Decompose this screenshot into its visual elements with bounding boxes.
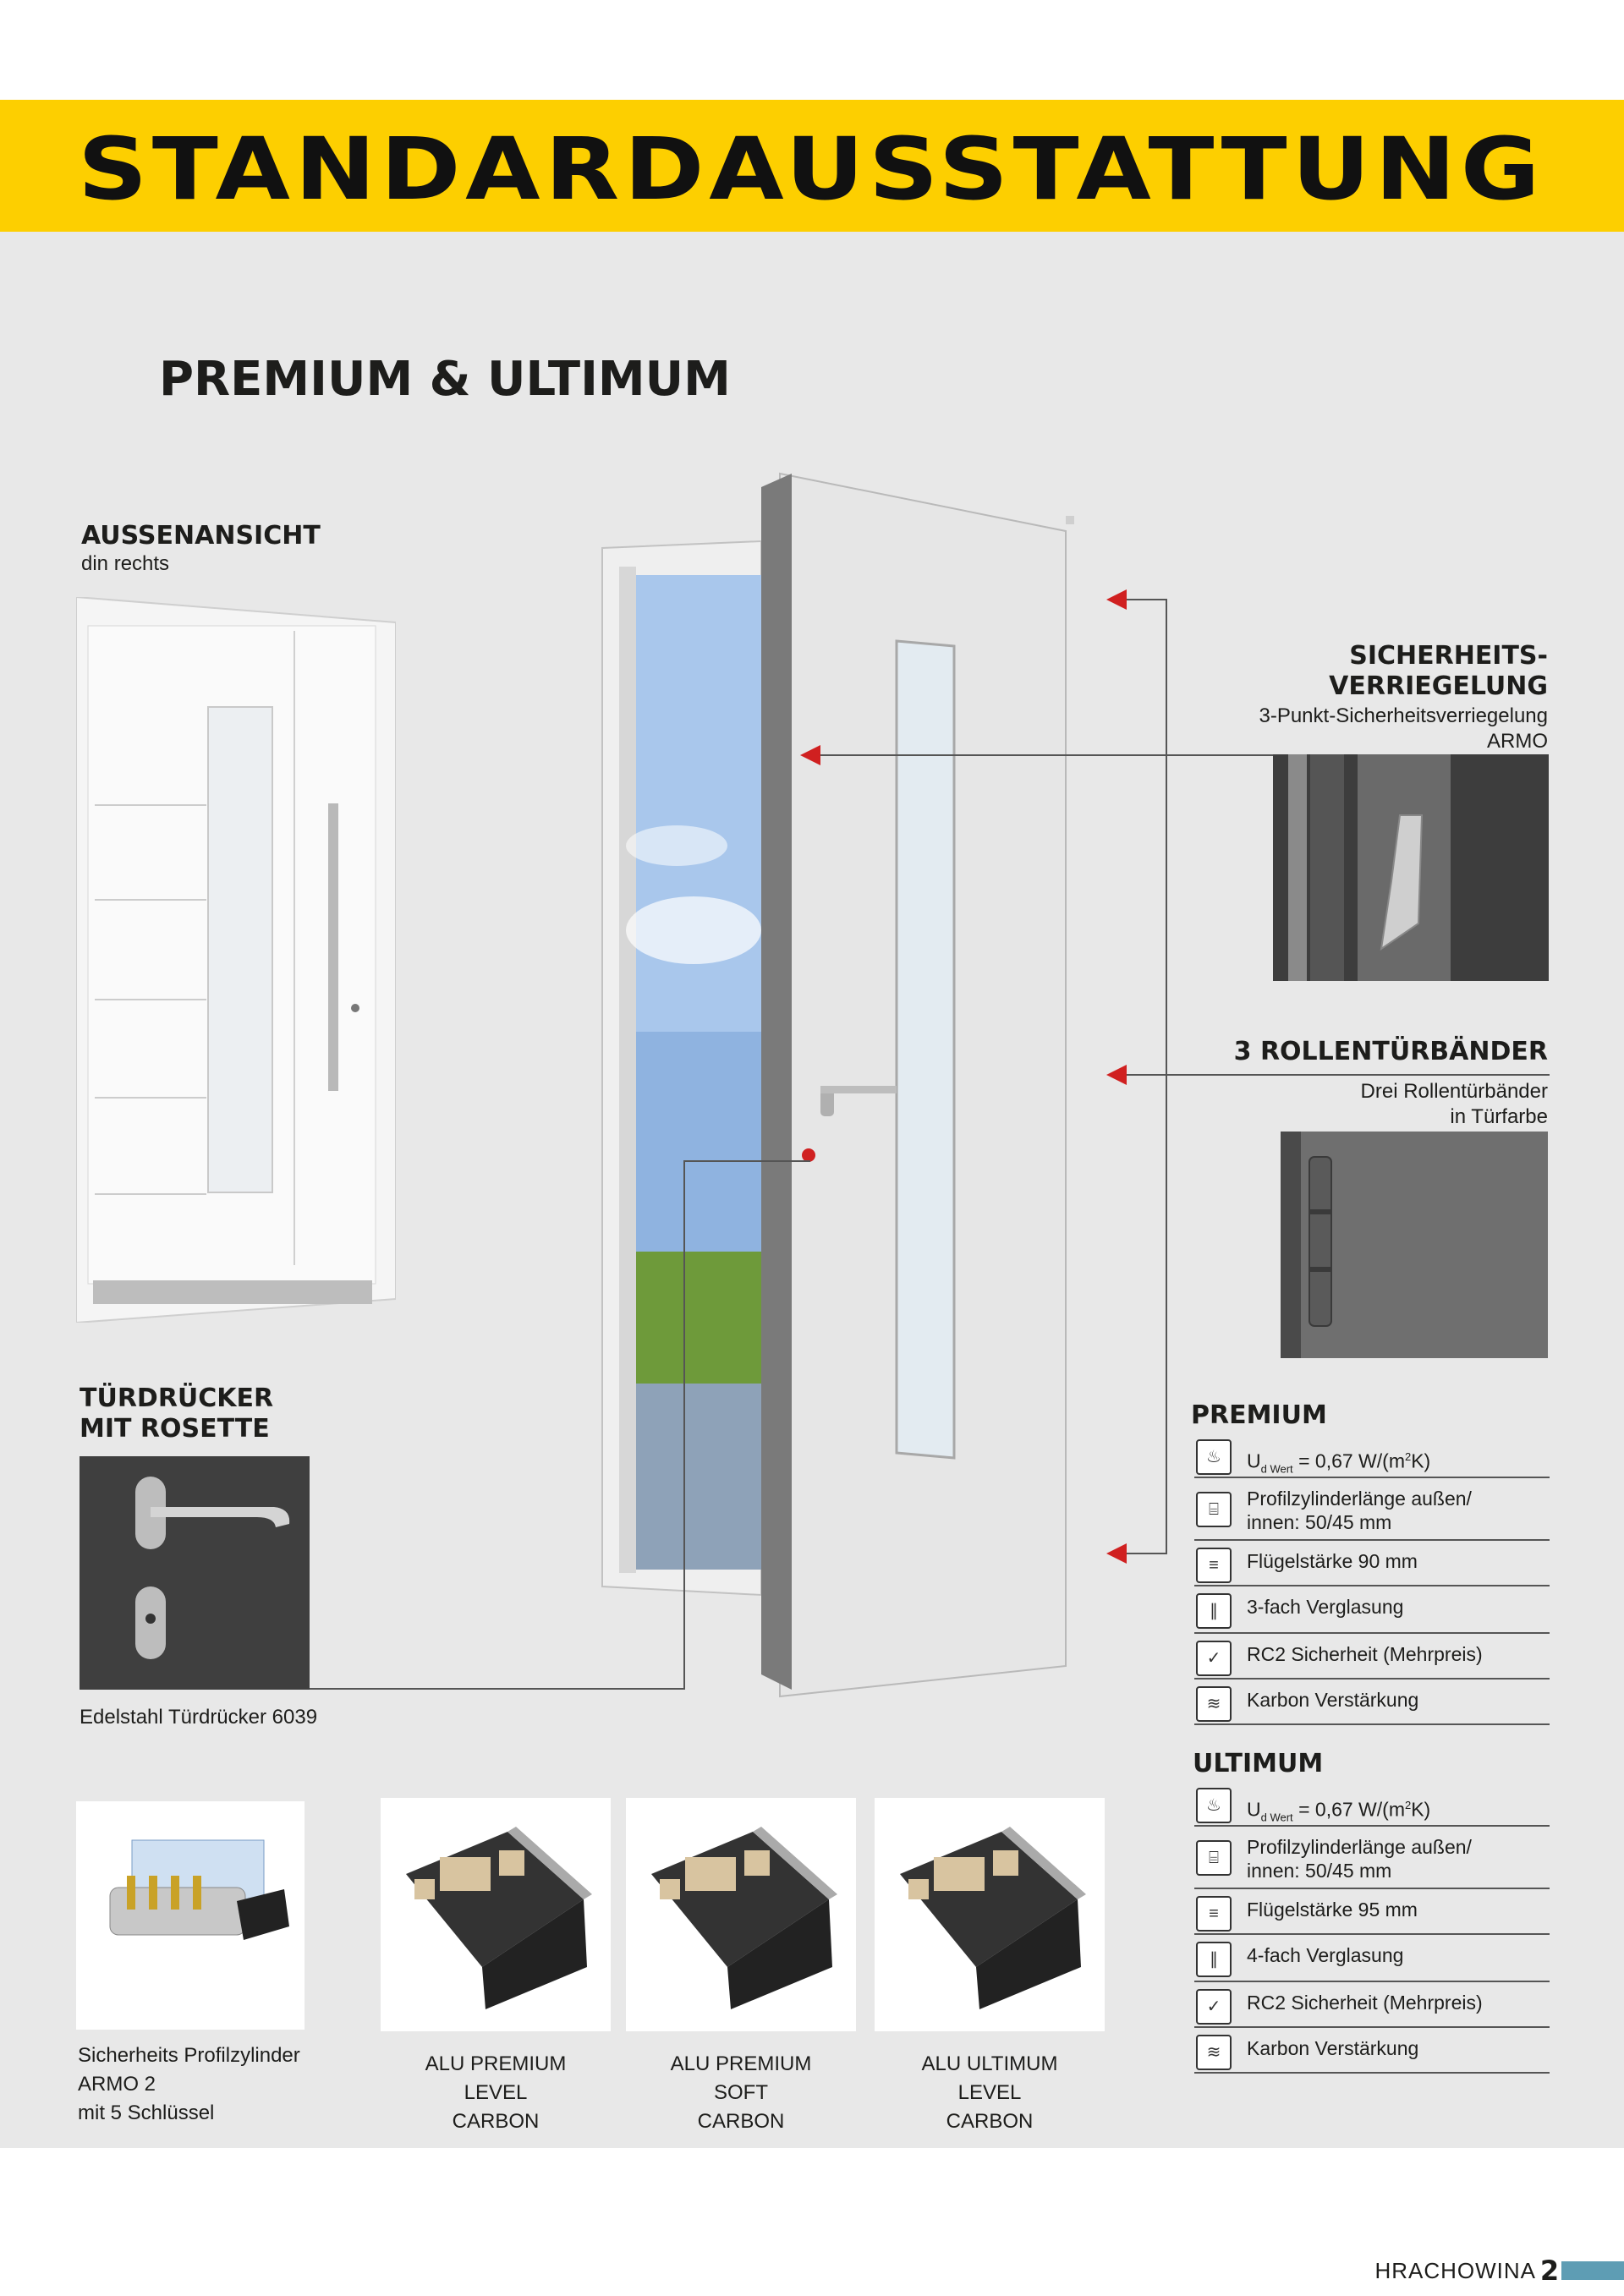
ultimum-spec-row: ∥ 4-fach Verglasung — [1194, 1935, 1550, 1982]
ultimum-spec-text: Profilzylinderlänge außen/ — [1247, 1836, 1472, 1858]
hinges-sub-1: Drei Rollentürbänder — [1360, 1080, 1548, 1103]
lock-heading-1: SICHERHEITS- — [1349, 641, 1548, 671]
ultimum-spec-text: RC2 Sicherheit (Mehrpreis) — [1247, 1992, 1483, 2014]
premium-spec-text: Flügelstärke 90 mm — [1247, 1550, 1418, 1572]
hinges-heading: 3 ROLLENTÜRBÄNDER — [1233, 1037, 1548, 1066]
handle-heading-1: TÜRDRÜCKER — [80, 1384, 274, 1413]
thickness-icon: ≡ — [1196, 1896, 1232, 1932]
main-door-image — [592, 457, 1084, 1700]
ultimum-spec-text: Karbon Verstärkung — [1247, 2037, 1419, 2059]
hinge-mid-line — [1127, 1074, 1550, 1076]
lock-heading-2: VERRIEGELUNG — [1329, 671, 1548, 701]
exterior-door-image — [75, 595, 397, 1324]
premium-spec-row: ∥ 3-fach Verglasung — [1194, 1586, 1550, 1634]
handle-pointer-line-b — [310, 1688, 685, 1690]
cylinder-caption-1: Sicherheits Profilzylinder — [78, 2044, 300, 2067]
handle-pointer-line-v — [683, 1160, 685, 1688]
exterior-sub: din rechts — [81, 552, 170, 575]
carbon-icon: ≋ — [1196, 2035, 1232, 2070]
ultimum-u-value-row: ♨ Ud Wert = 0,67 W/(m2K) — [1194, 1783, 1550, 1827]
cylinder-icon: ⌸ — [1196, 1492, 1232, 1527]
premium-spec-text: Profilzylinderlänge außen/ — [1247, 1488, 1472, 1510]
lock-sub-1: 3-Punkt-Sicherheitsverriegelung — [1259, 704, 1548, 727]
ultimum-heading: ULTIMUM — [1193, 1749, 1324, 1778]
profile-photo — [381, 1798, 611, 2031]
thickness-icon: ≡ — [1196, 1548, 1232, 1583]
lock-arrow-icon — [800, 745, 820, 765]
glazing-icon: ∥ — [1196, 1593, 1232, 1629]
profile-caption: ALU PREMIUM — [670, 2052, 812, 2075]
profile-photo — [626, 1798, 856, 2031]
ultimum-spec-text-2: innen: 50/45 mm — [1247, 1860, 1392, 1882]
lock-pointer-line — [810, 754, 1548, 756]
cylinder-photo — [76, 1801, 304, 2030]
profile-caption: LEVEL — [957, 2081, 1022, 2104]
premium-u-value-row: ♨ Ud Wert = 0,67 W/(m2K) — [1194, 1434, 1550, 1478]
premium-spec-text: RC2 Sicherheit (Mehrpreis) — [1247, 1643, 1483, 1665]
cylinder-caption-3: mit 5 Schlüssel — [78, 2101, 215, 2124]
lock-photo — [1273, 754, 1549, 981]
profile-photo — [875, 1798, 1105, 2031]
ultimum-spec-row: ≡ Flügelstärke 95 mm — [1194, 1889, 1550, 1935]
section-subtitle: PREMIUM & ULTIMUM — [159, 352, 731, 407]
title-banner — [0, 100, 1624, 232]
ultimum-spec-text: 4-fach Verglasung — [1247, 1944, 1404, 1966]
handle-heading-2: MIT ROSETTE — [80, 1414, 270, 1444]
premium-spec-text-2: innen: 50/45 mm — [1247, 1511, 1392, 1533]
hinges-sub-2: in Türfarbe — [1450, 1105, 1548, 1128]
handle-pointer-line-h — [683, 1160, 810, 1162]
security-icon: ✓ — [1196, 1989, 1232, 2025]
exterior-heading: AUSSENANSICHT — [81, 521, 321, 551]
ultimum-spec-row: ≋ Karbon Verstärkung — [1194, 2028, 1550, 2074]
footer-brand: HRACHOWINA — [1374, 2258, 1536, 2283]
profile-caption: CARBON — [697, 2110, 785, 2133]
cylinder-icon: ⌸ — [1196, 1840, 1232, 1876]
profile-caption: CARBON — [452, 2110, 540, 2133]
hinge-top-line — [1127, 599, 1167, 600]
profile-caption: ALU ULTIMUM — [921, 2052, 1058, 2075]
hinge-mid-arrow-icon — [1106, 1065, 1127, 1085]
security-icon: ✓ — [1196, 1641, 1232, 1676]
profile-caption: CARBON — [946, 2110, 1034, 2133]
hinge-photo — [1281, 1132, 1548, 1358]
profile-caption: LEVEL — [464, 2081, 528, 2104]
hinge-bottom-arrow-icon — [1106, 1543, 1127, 1564]
handle-caption: Edelstahl Türdrücker 6039 — [80, 1706, 318, 1729]
carbon-icon: ≋ — [1196, 1686, 1232, 1722]
hinge-top-arrow-icon — [1106, 589, 1127, 610]
cylinder-caption-2: ARMO 2 — [78, 2073, 156, 2096]
premium-u-value: Ud Wert = 0,67 W/(m2K) — [1247, 1449, 1431, 1476]
ultimum-spec-text: Flügelstärke 95 mm — [1247, 1899, 1418, 1921]
profile-caption: SOFT — [714, 2081, 768, 2104]
ultimum-spec-row: ✓ RC2 Sicherheit (Mehrpreis) — [1194, 1982, 1550, 2028]
thermometer-icon: ♨ — [1196, 1439, 1232, 1475]
footer-accent-bar — [1561, 2261, 1624, 2280]
glazing-icon: ∥ — [1196, 1942, 1232, 1977]
premium-spec-text: 3-fach Verglasung — [1247, 1596, 1404, 1618]
page-number: 2 — [1539, 2255, 1560, 2287]
premium-heading: PREMIUM — [1191, 1400, 1327, 1430]
thermometer-icon: ♨ — [1196, 1788, 1232, 1823]
hinge-bottom-line — [1127, 1553, 1167, 1554]
premium-spec-row: ⌸ Profilzylinderlänge außen/innen: 50/45 … — [1194, 1478, 1550, 1541]
profile-caption: ALU PREMIUM — [425, 2052, 567, 2075]
lock-sub-2: ARMO — [1487, 730, 1548, 753]
premium-spec-text: Karbon Verstärkung — [1247, 1689, 1419, 1711]
premium-spec-row: ≡ Flügelstärke 90 mm — [1194, 1541, 1550, 1586]
ultimum-spec-row: ⌸ Profilzylinderlänge außen/innen: 50/45 … — [1194, 1827, 1550, 1889]
premium-spec-row: ≋ Karbon Verstärkung — [1194, 1680, 1550, 1725]
premium-spec-row: ✓ RC2 Sicherheit (Mehrpreis) — [1194, 1634, 1550, 1680]
page-title: STANDARDAUSSTATTUNG — [78, 119, 1545, 220]
handle-photo — [80, 1456, 310, 1690]
hinge-bracket-line — [1166, 599, 1167, 1554]
ultimum-u-value: Ud Wert = 0,67 W/(m2K) — [1247, 1798, 1431, 1824]
